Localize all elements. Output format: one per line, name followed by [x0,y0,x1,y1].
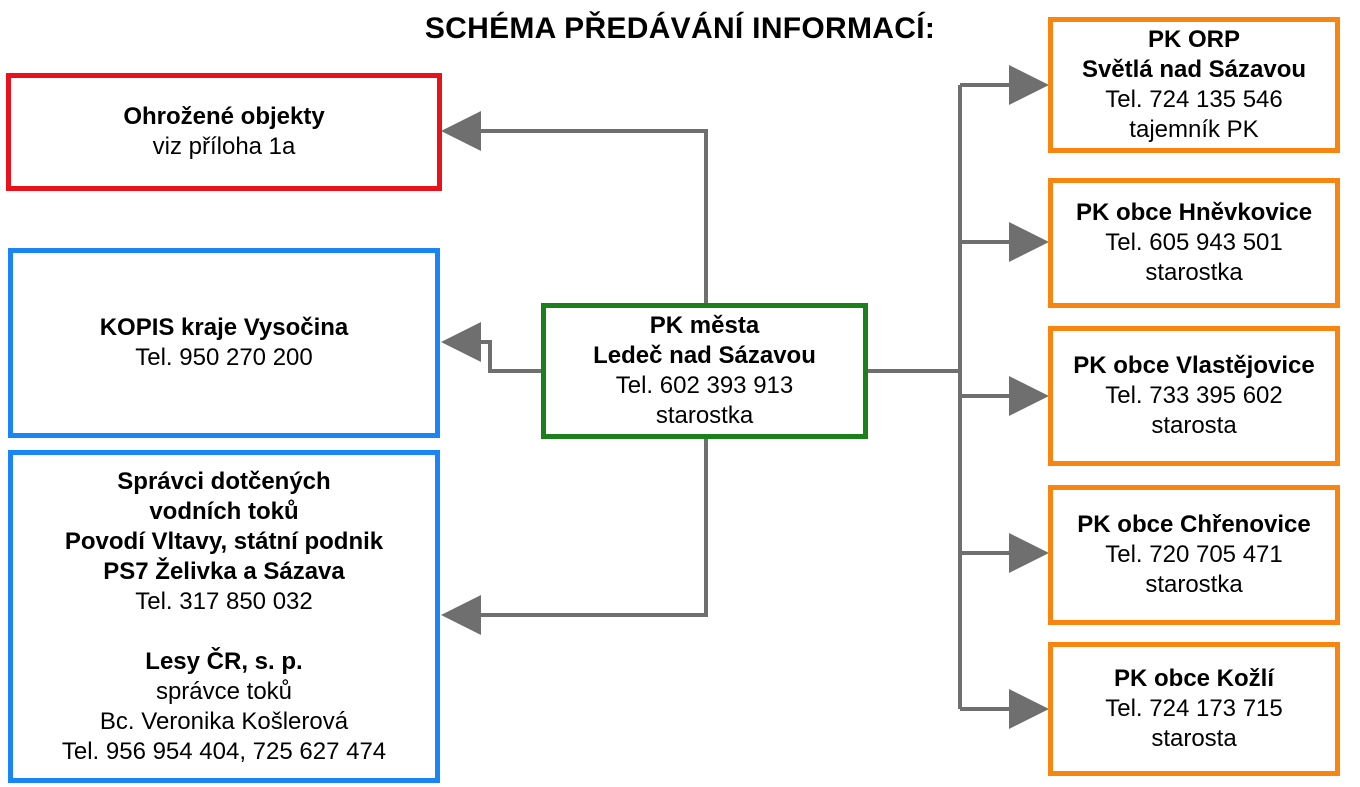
center-name-line1: PK města [649,312,760,339]
forests-org-name: Lesy ČR, s. p. [145,647,303,675]
connector-to-water-managers [441,439,708,635]
vlastejovice-phone: Tel. 733 395 602 [1105,382,1283,409]
water-managers-phone: Tel. 317 850 032 [135,587,313,615]
forests-role: správce toků [155,677,293,705]
forests-person: Bc. Veronika Košlerová [99,707,349,735]
water-managers-line1: Správci dotčených [117,467,331,495]
threatened-objects-note: viz příloha 1a [152,133,296,160]
hnevkovice-role: starostka [1145,259,1243,286]
center-name-line2: Ledeč nad Sázavou [593,342,816,369]
vlastejovice-role: starosta [1151,412,1237,439]
hnevkovice-name: PK obce Hněvkovice [1075,199,1313,226]
chrenovice-role: starostka [1145,571,1243,598]
center-phone: Tel. 602 393 913 [615,372,794,399]
vlastejovice-name: PK obce Vlastějovice [1073,352,1315,379]
connector-to-threatened-objects [441,111,708,303]
center-box: PK města Ledeč nad Sázavou Tel. 602 393 … [541,303,868,439]
threatened-objects-name: Ohrožené objekty [123,103,325,130]
hnevkovice-phone: Tel. 605 943 501 [1105,229,1283,256]
kozli-name: PK obce Kožlí [1113,665,1275,692]
kopis-name: KOPIS kraje Vysočina [99,314,349,341]
kozli-box: PK obce Kožlí Tel. 724 173 715 starosta [1048,642,1340,776]
center-role: starostka [655,402,754,429]
orp-name-line2: Světlá nad Sázavou [1081,56,1307,83]
vlastejovice-box: PK obce Vlastějovice Tel. 733 395 602 st… [1048,326,1340,466]
orp-role: tajemník PK [1129,116,1259,143]
water-managers-box: Správci dotčených vodních toků Povodí Vl… [8,450,440,783]
kopis-box: KOPIS kraje Vysočina Tel. 950 270 200 [8,248,440,438]
chrenovice-phone: Tel. 720 705 471 [1105,541,1283,568]
water-managers-line4: PS7 Želivka a Sázava [103,557,345,585]
orp-phone: Tel. 724 135 546 [1105,86,1283,113]
chrenovice-name: PK obce Chřenovice [1077,511,1311,538]
kopis-phone: Tel. 950 270 200 [135,344,313,371]
kozli-phone: Tel. 724 173 715 [1105,695,1283,722]
water-managers-line2: vodních toků [149,497,299,525]
threatened-objects-box: Ohrožené objekty viz příloha 1a [6,73,442,191]
water-managers-line3: Povodí Vltavy, státní podnik [64,527,384,555]
hnevkovice-box: PK obce Hněvkovice Tel. 605 943 501 star… [1048,178,1340,308]
chrenovice-box: PK obce Chřenovice Tel. 720 705 471 star… [1048,485,1340,625]
forests-phone: Tel. 956 954 404, 725 627 474 [61,737,387,765]
diagram-title: SCHÉMA PŘEDÁVÁNÍ INFORMACÍ: [424,12,936,45]
orp-box: PK ORP Světlá nad Sázavou Tel. 724 135 5… [1048,17,1340,153]
orp-name-line1: PK ORP [1147,26,1240,53]
kozli-role: starosta [1151,725,1237,752]
connector-to-kopis [441,322,541,373]
